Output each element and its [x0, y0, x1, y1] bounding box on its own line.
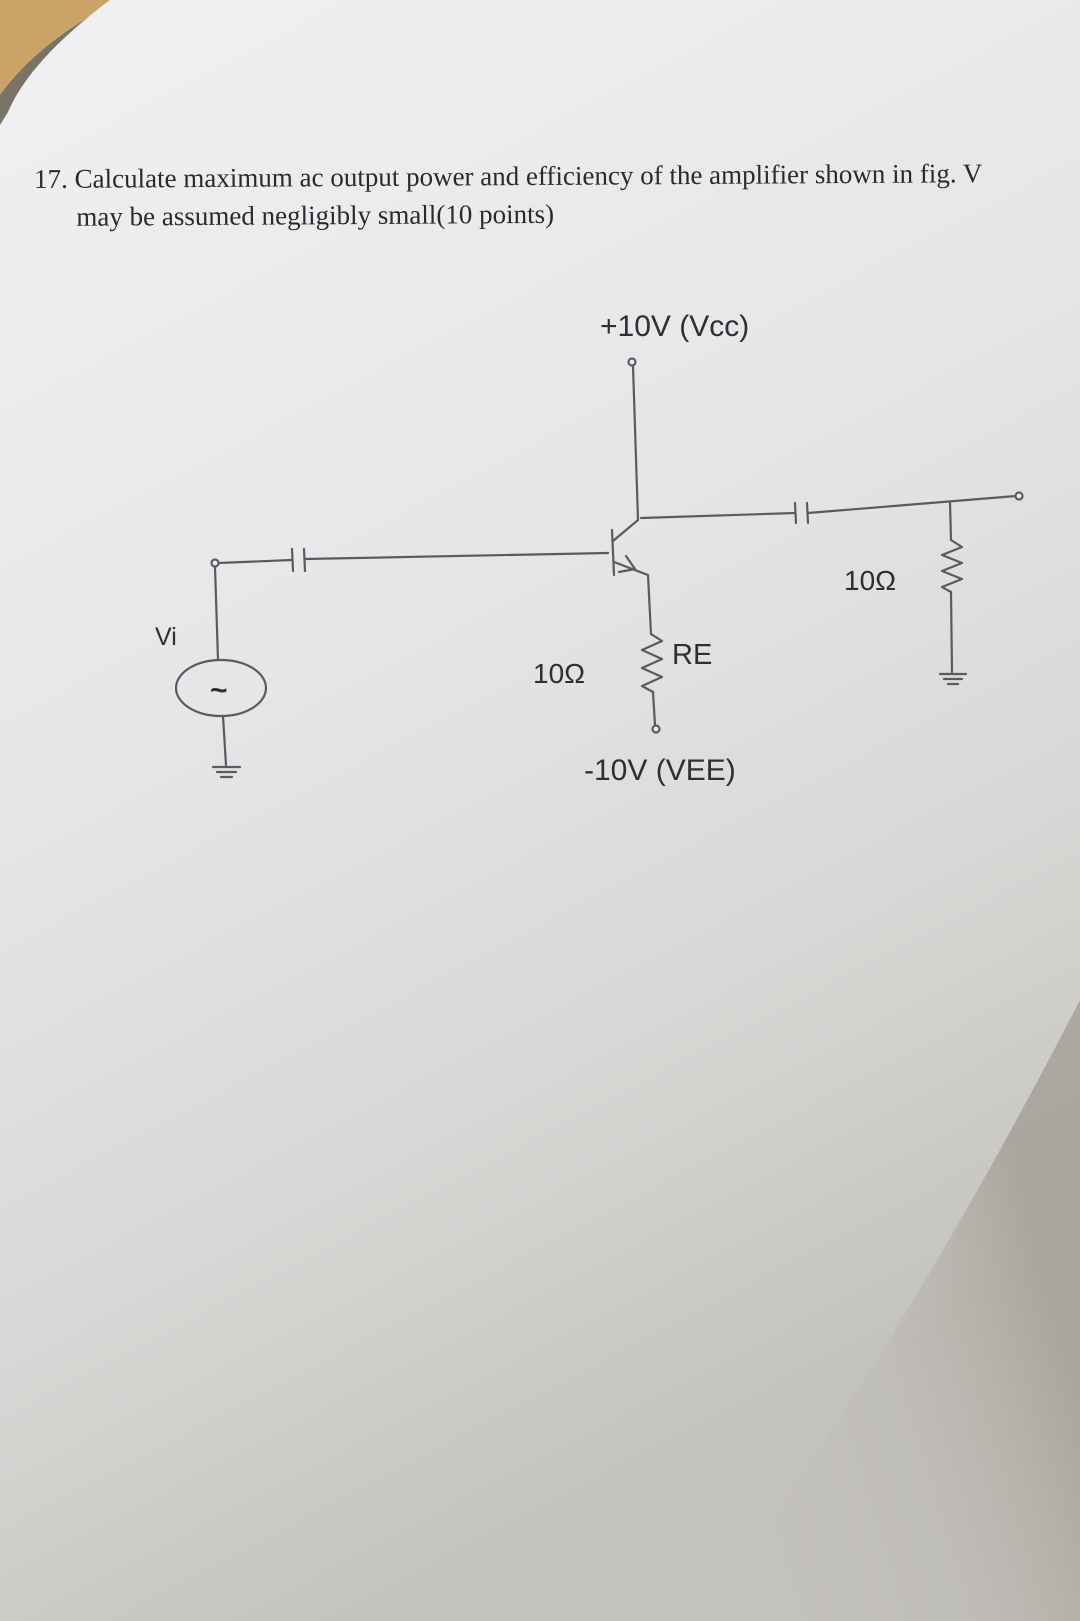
load-wire-bottom	[949, 590, 954, 674]
source-ground-symbol	[211, 765, 242, 779]
output-wire	[806, 494, 1018, 515]
vee-label: -10V (VEE)	[584, 754, 736, 787]
output-capacitor	[793, 501, 810, 525]
collector-wire	[631, 364, 640, 522]
re-wire-top	[646, 573, 653, 636]
re-wire-bottom	[651, 690, 657, 727]
input-terminal	[210, 558, 220, 568]
re-value-label: 10Ω	[533, 658, 585, 689]
re-label: RE	[672, 639, 712, 671]
base-wire	[303, 551, 610, 561]
transistor-base-bar	[610, 528, 616, 577]
load-wire-top	[948, 500, 953, 542]
vcc-terminal	[627, 357, 637, 367]
transistor-collector-leg	[611, 518, 640, 543]
ac-source-symbol	[174, 658, 268, 718]
load-resistor	[940, 538, 964, 594]
transistor-emitter-leg	[612, 560, 650, 577]
corner-object	[0, 0, 120, 95]
load-value-label: 10Ω	[844, 565, 896, 596]
emitter-output-wire	[639, 511, 797, 520]
emitter-resistor	[640, 632, 664, 694]
source-wire-bottom	[221, 714, 228, 767]
vcc-label: +10V (Vcc)	[600, 310, 749, 343]
load-ground-symbol	[938, 672, 968, 686]
input-wire	[217, 558, 294, 565]
input-capacitor	[290, 547, 307, 573]
input-label: Vi	[155, 623, 177, 651]
emitter-arrow-icon	[617, 554, 637, 574]
output-terminal	[1014, 491, 1024, 501]
source-wire-top	[213, 565, 220, 662]
paper-shadow	[700, 1000, 1080, 1621]
vee-terminal	[651, 724, 661, 734]
ac-source-tilde: ~	[210, 674, 228, 707]
